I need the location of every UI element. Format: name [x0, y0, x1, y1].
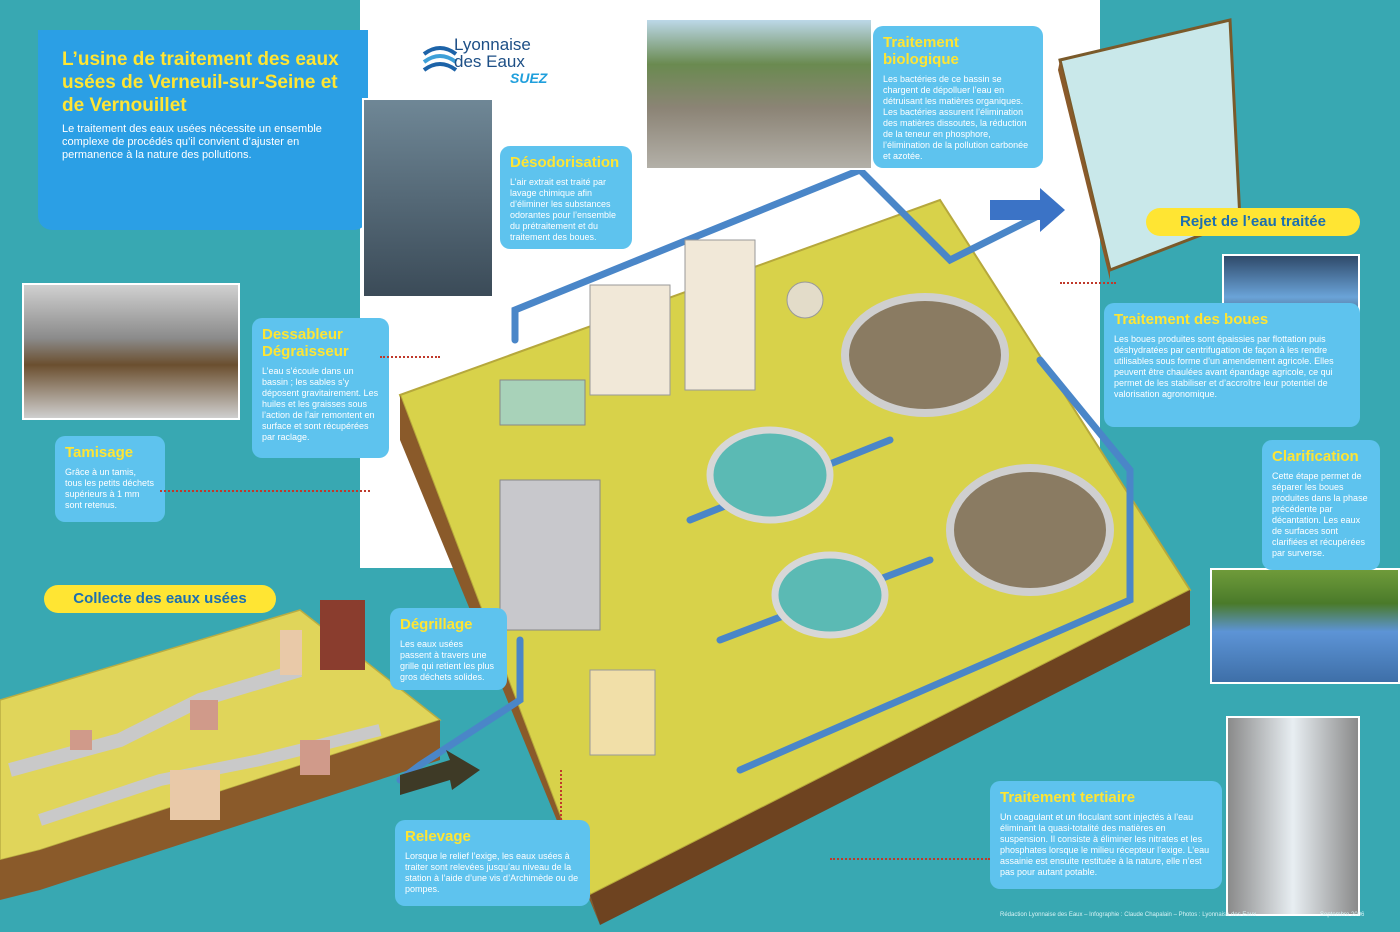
leader-line [160, 490, 370, 492]
intro-text: Le traitement des eaux usées nécessite u… [62, 123, 322, 161]
panel-degrillage: Dégrillage Les eaux usées passent à trav… [390, 608, 507, 690]
clarifier-tank [946, 464, 1114, 596]
tertiary-tank [771, 551, 889, 639]
town-building [70, 730, 92, 750]
panel-title: Traitement tertiaire [1000, 789, 1136, 806]
panel-relevage: Relevage Lorsque le relief l’exige, les … [395, 820, 590, 906]
logo-line1: Lyonnaise [454, 35, 531, 54]
storage-tank [786, 281, 824, 319]
panel-text: Les boues produites sont épaissies par f… [1114, 334, 1334, 399]
town-building [190, 700, 218, 730]
leader-line [830, 858, 990, 860]
panel-text: Grâce à un tamis, tous les petits déchet… [65, 467, 155, 510]
factory-building [320, 600, 365, 670]
screening-basins [499, 379, 586, 426]
panel-title: Traitement biologique [883, 34, 959, 68]
panel-text: Lorsque le relief l’exige, les eaux usée… [405, 851, 579, 894]
panel-title: Clarification [1272, 448, 1359, 465]
control-building [589, 669, 656, 756]
photo-biological [645, 18, 873, 170]
panel-tamisage: Tamisage Grâce à un tamis, tous les peti… [55, 436, 165, 522]
panel-title: Traitement des boues [1114, 311, 1269, 328]
label-rejet: Rejet de l’eau traitée [1146, 208, 1360, 236]
flow-arrow [400, 750, 480, 795]
panel-text: L’air extrait est traité par lavage chim… [510, 177, 617, 242]
label-collecte: Collecte des eaux usées [44, 585, 276, 613]
panel-text: Un coagulant et un floculant sont inject… [1000, 812, 1210, 877]
panel-text: Les bactéries de ce bassin se chargent d… [883, 74, 1029, 161]
leader-line [1060, 282, 1116, 284]
biological-tank [841, 293, 1009, 417]
panel-title: Relevage [405, 828, 471, 845]
photo-river [1210, 568, 1400, 684]
lyonnaise-logo: Lyonnaise des Eaux SUEZ [420, 36, 570, 86]
panel-biologique: Traitement biologique Les bactéries de c… [873, 26, 1043, 168]
photo-deodorisation [362, 98, 494, 298]
settling-tank [706, 426, 834, 524]
town-building [170, 770, 220, 820]
wave-icon [422, 46, 458, 72]
panel-title: Dégrillage [400, 616, 473, 633]
panel-desodorisation: Désodorisation L’air extrait est traité … [500, 146, 632, 249]
panel-title: Dessableur Dégraisseur [262, 326, 349, 360]
logo-line2: des Eaux [454, 52, 525, 71]
leader-line [380, 356, 440, 358]
panel-tertiaire: Traitement tertiaire Un coagulant et un … [990, 781, 1222, 889]
photo-tamisage [22, 283, 240, 420]
leader-line [560, 770, 562, 820]
panel-text: Cette étape permet de séparer les boues … [1272, 471, 1368, 558]
panel-clarification: Clarification Cette étape permet de sépa… [1262, 440, 1380, 570]
panel-boues: Traitement des boues Les boues produites… [1104, 303, 1360, 427]
panel-title: Désodorisation [510, 154, 620, 171]
panel-dessableur: Dessableur Dégraisseur L’eau s’écoule da… [252, 318, 389, 458]
footer-date: Septembre 2006 [1320, 912, 1365, 918]
logo-line3: SUEZ [510, 70, 548, 86]
footer-credits: Rédaction Lyonnaise des Eaux – Infograph… [1000, 912, 1257, 918]
pretreatment-hall [499, 479, 601, 631]
town-building [300, 740, 330, 775]
sludge-building [684, 239, 756, 391]
panel-title: Tamisage [65, 444, 134, 461]
photo-tertiary [1226, 716, 1360, 916]
page-title: L’usine de traitement des eaux usées de … [62, 49, 339, 116]
deodorisation-building [589, 284, 671, 396]
flow-arrow [990, 188, 1065, 232]
panel-text: Les eaux usées passent à travers une gri… [400, 639, 495, 682]
title-panel: L’usine de traitement des eaux usées de … [38, 30, 368, 230]
water-tower [280, 630, 302, 675]
panel-text: L’eau s’écoule dans un bassin ; les sabl… [262, 366, 379, 442]
